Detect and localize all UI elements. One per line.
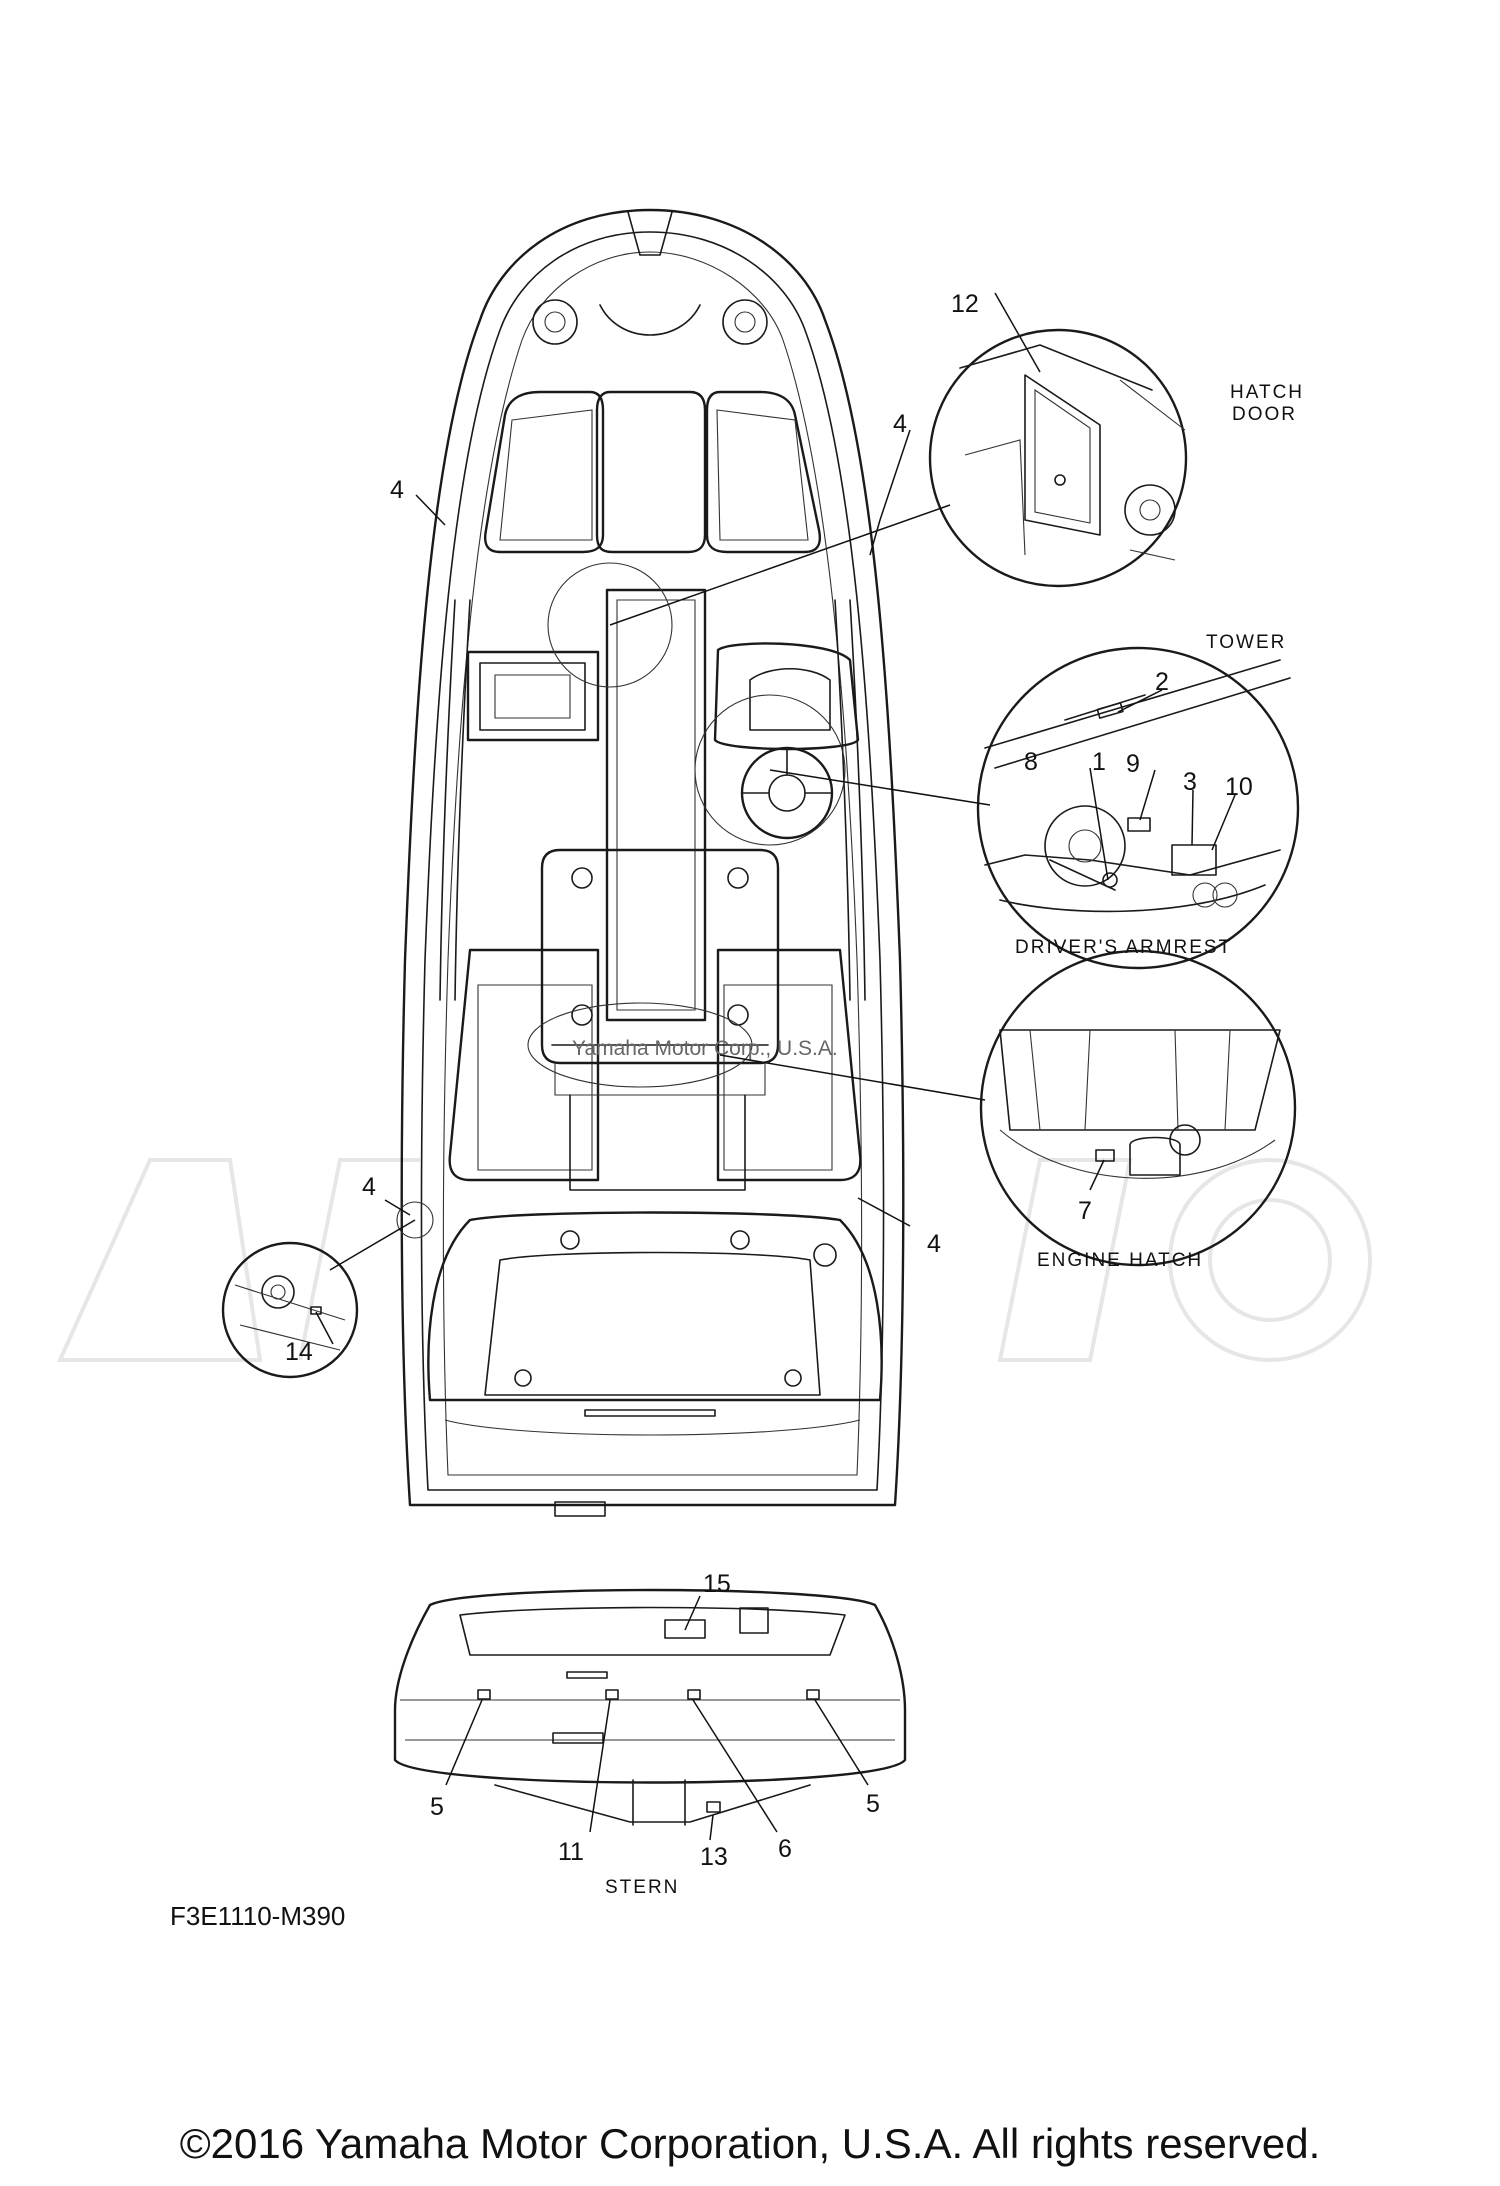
drawing-code: F3E1110-M390	[170, 1901, 345, 1931]
callout-10: 10	[1225, 773, 1253, 801]
hatch-door-detail	[928, 328, 1188, 588]
callout-2: 2	[1155, 668, 1169, 696]
callout-13: 13	[700, 1843, 728, 1871]
tower-label: TOWER	[1206, 632, 1286, 653]
copyright-notice: ©2016 Yamaha Motor Corporation, U.S.A. A…	[179, 2120, 1321, 2167]
callout-1: 1	[1092, 748, 1106, 776]
callout-9: 9	[1126, 750, 1140, 778]
drivers-armrest-label: DRIVER'S ARMREST	[1015, 937, 1232, 958]
stern-label: STERN	[605, 1877, 679, 1898]
stern-view	[393, 1588, 907, 1826]
engine-hatch-detail	[979, 949, 1297, 1267]
callout-4-bow-port: 4	[390, 476, 404, 504]
side-deck-detail	[221, 1241, 359, 1379]
callout-11: 11	[558, 1838, 584, 1866]
callout-12: 12	[951, 290, 979, 318]
callout-5-starboard: 5	[866, 1790, 880, 1818]
callout-7: 7	[1078, 1197, 1092, 1225]
callout-4-bow-starboard: 4	[893, 410, 907, 438]
hatch-door-label-line1: HATCH	[1230, 382, 1304, 403]
detail-captions: HATCH DOOR TOWER DRIVER'S ARMREST ENGINE…	[170, 382, 1304, 1931]
callout-8: 8	[1024, 748, 1038, 776]
boat-hull-top-view	[400, 208, 905, 1517]
callout-15: 15	[703, 1570, 731, 1598]
callout-6: 6	[778, 1835, 792, 1863]
callout-numbers: 12 4 4 2 8 1 9 3 10 7 4 4 14 15 5 5 6 11…	[285, 290, 1253, 1871]
watermark-text: Yamaha Motor Corp., U.S.A.	[572, 1037, 838, 1060]
callout-leader-lines	[315, 292, 1236, 1841]
tower-armrest-detail	[976, 646, 1300, 970]
hatch-door-label-line2: DOOR	[1232, 404, 1297, 425]
hull-detail-markers: Yamaha Motor Corp., U.S.A.	[396, 562, 846, 1239]
callout-3: 3	[1183, 768, 1197, 796]
callout-5-port: 5	[430, 1793, 444, 1821]
callout-4-side-starboard: 4	[927, 1230, 941, 1258]
callout-4-side-port: 4	[362, 1173, 376, 1201]
engine-hatch-label: ENGINE HATCH	[1037, 1250, 1203, 1271]
callout-14: 14	[285, 1338, 313, 1366]
